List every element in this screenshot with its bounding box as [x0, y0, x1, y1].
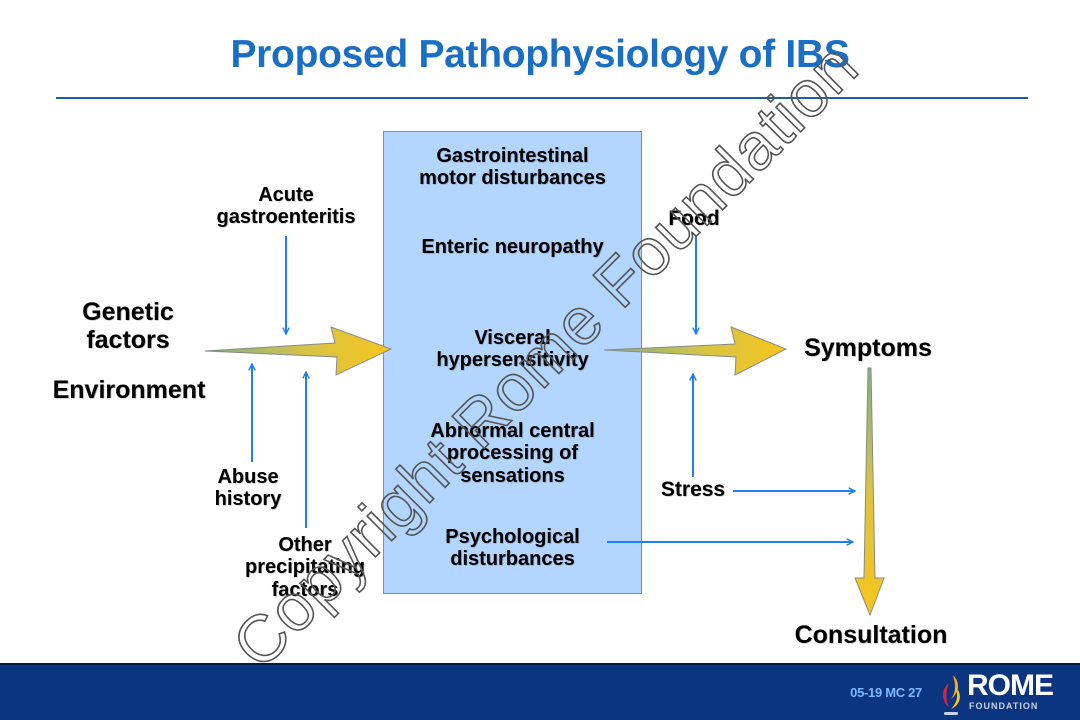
title-divider — [56, 97, 1028, 99]
label-line: gastroenteritis — [216, 206, 356, 229]
label-line: Abuse — [217, 466, 279, 488]
footer-bar: 05-19 MC 27 ROME FOUNDATION — [0, 663, 1080, 720]
gi-motor-disturbances-label: Gastrointestinal motor disturbances — [383, 145, 642, 190]
rome-foundation-logo: ROME FOUNDATION — [935, 669, 1065, 717]
visceral-hypersensitivity-label: Visceral hypersensitivity — [383, 327, 642, 372]
label-line: Abnormal central — [430, 420, 595, 442]
other-precipitating-factors-label: Other precipitating factors — [226, 534, 384, 601]
label-line: history — [214, 488, 282, 511]
label-line: motor disturbances — [419, 167, 606, 190]
label-line: Acute — [258, 184, 314, 206]
consultation-label: Consultation — [794, 621, 948, 649]
genetic-factors-label: Genetic factors — [58, 298, 198, 354]
label-line: factors — [86, 326, 170, 354]
label-line: hypersensitivity — [436, 349, 589, 372]
slide-code: 05-19 MC 27 — [850, 685, 922, 700]
flame-icon — [943, 675, 960, 715]
symptoms-label: Symptoms — [804, 334, 932, 362]
slide-title: Proposed Pathophysiology of IBS — [230, 33, 850, 76]
big-arrow-left — [204, 326, 393, 376]
enteric-neuropathy-label: Enteric neuropathy — [383, 236, 642, 258]
label-line: Visceral — [474, 327, 551, 349]
label-line: Gastrointestinal — [436, 145, 589, 167]
label-line: precipitating — [244, 556, 365, 579]
big-arrow-down — [854, 367, 885, 617]
label-line: disturbances — [450, 548, 575, 571]
psychological-disturbances-label: Psychological disturbances — [383, 526, 642, 571]
label-line: factors — [271, 578, 339, 601]
abnormal-central-processing-label: Abnormal central processing of sensation… — [383, 420, 642, 487]
abuse-history-label: Abuse history — [198, 466, 298, 511]
acute-gastroenteritis-label: Acute gastroenteritis — [196, 184, 376, 229]
environment-label: Environment — [52, 376, 206, 404]
food-label: Food — [668, 207, 720, 230]
label-line: Psychological — [445, 526, 580, 548]
logo-wordmark: ROME — [967, 669, 1054, 702]
label-line: Other — [278, 534, 332, 556]
logo-subtitle: FOUNDATION — [969, 701, 1039, 711]
label-line: sensations — [460, 464, 565, 487]
big-arrow-right — [603, 326, 788, 376]
label-line: Genetic — [82, 298, 174, 326]
mechanisms-box — [383, 131, 642, 594]
stress-label: Stress — [660, 478, 726, 501]
label-line: processing of — [446, 442, 579, 465]
label-line: Enteric neuropathy — [421, 236, 604, 258]
